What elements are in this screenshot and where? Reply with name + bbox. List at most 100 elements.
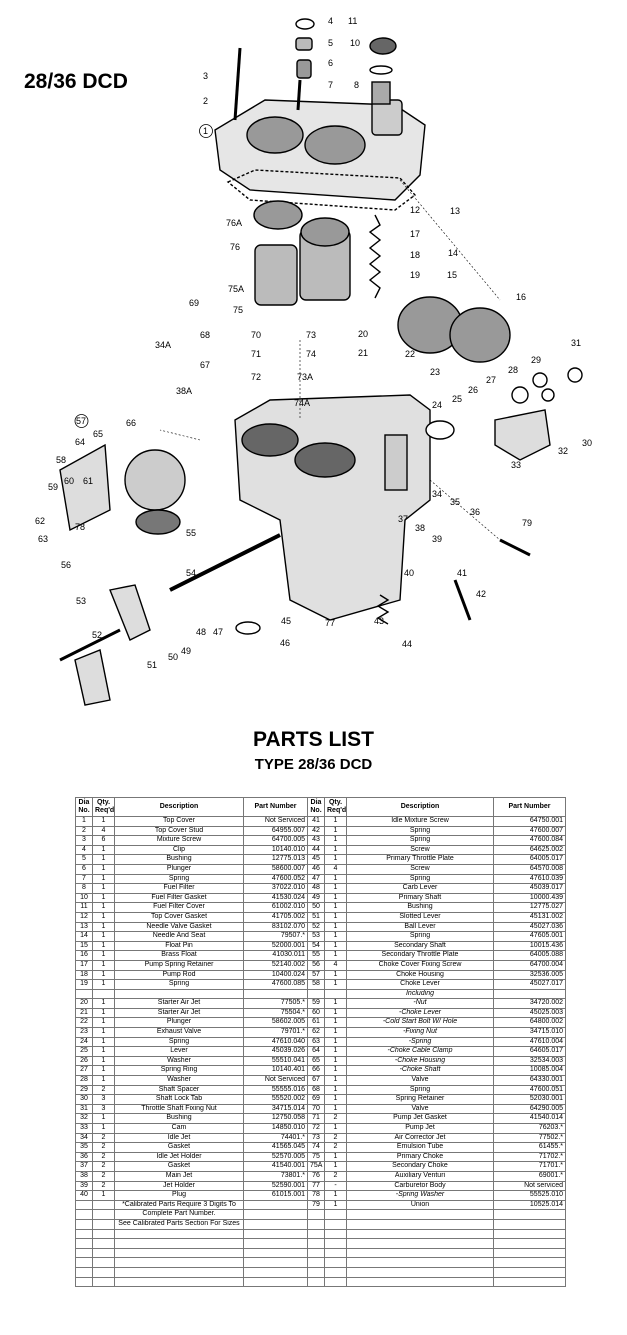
diagram-label: 14 — [448, 248, 458, 258]
cell-part-left: 52140.002 — [243, 959, 308, 971]
cell-desc-right: Spring — [346, 825, 494, 837]
diagram-label: 51 — [147, 660, 157, 670]
diagram-label: 55 — [186, 528, 196, 538]
cell-qty-left: 1 — [92, 1036, 115, 1048]
cell-dia-right: 51 — [307, 911, 325, 923]
cell-qty-left: 1 — [92, 1113, 115, 1124]
cell-dia-left: 21 — [75, 1007, 93, 1019]
cell-dia-right: 57 — [307, 969, 325, 981]
cell-qty-left: 2 — [92, 1142, 115, 1153]
cell-qty-left: 1 — [92, 854, 115, 865]
cell-part-right: 34720.002 — [493, 998, 566, 1009]
cell-desc-right: -Choke Shaft — [346, 1065, 494, 1077]
cell-dia-left: 22 — [75, 1017, 93, 1029]
diagram-label: 46 — [280, 638, 290, 648]
cell-qty-left: 2 — [92, 1161, 115, 1172]
label-ring — [74, 414, 89, 428]
cell-part-right: 47605.001 — [493, 931, 566, 942]
cell-desc-left: Float Pin — [114, 940, 244, 952]
cell-desc-left: See Calibrated Parts Section For Sizes — [114, 1218, 244, 1230]
cell-desc-right: Slotted Lever — [346, 911, 494, 923]
cell-qty-left: 1 — [92, 1007, 115, 1019]
cell-dia-right: 41 — [307, 816, 325, 827]
diagram-label: 27 — [486, 375, 496, 385]
cell-qty-right: 1 — [324, 892, 347, 904]
cell-qty-left: 1 — [92, 1065, 115, 1077]
cell-part-left: 41565.045 — [243, 1142, 308, 1153]
cell-qty-right: 1 — [324, 1199, 347, 1211]
diagram-label: 63 — [38, 534, 48, 544]
cell-qty-left: 1 — [92, 1055, 115, 1067]
diagram-label: 56 — [61, 560, 71, 570]
cell-dia-left: 28 — [75, 1075, 93, 1086]
cell-dia-right: 56 — [307, 959, 325, 971]
cell-desc-left: Spring Ring — [114, 1065, 244, 1077]
cell-dia-right: 75A — [307, 1161, 325, 1172]
cell-desc-right: -Choke Cable Clamp — [346, 1046, 494, 1057]
cell-qty-left: 1 — [92, 959, 115, 971]
cell-dia-right — [307, 1247, 325, 1259]
diagram-label: 33 — [511, 460, 521, 470]
cell-dia-right: 59 — [307, 998, 325, 1009]
cell-part-left: 10140.401 — [243, 1065, 308, 1077]
cell-qty-right: 1 — [324, 969, 347, 981]
cell-desc-right — [346, 1247, 494, 1259]
cell-part-left: 41530.024 — [243, 892, 308, 904]
cell-dia-left — [75, 1257, 93, 1268]
cell-part-left: 73801.* — [243, 1170, 308, 1182]
col-dia-right: Dia No. — [307, 797, 325, 817]
cell-dia-left — [75, 1238, 93, 1249]
diagram-label: 44 — [402, 639, 412, 649]
cell-qty-left — [92, 1266, 115, 1278]
cell-desc-left: Gasket — [114, 1142, 244, 1153]
cell-dia-left: 37 — [75, 1161, 93, 1172]
cell-dia-right: 71 — [307, 1113, 325, 1124]
cell-part-left: 58600.007 — [243, 863, 308, 875]
parts-list-table: Dia No. Qty. Req'd Description Part Numb… — [75, 797, 566, 1288]
cell-part-right: 47610.004 — [493, 1036, 566, 1048]
cell-desc-right: Spring — [346, 835, 494, 846]
cell-qty-left — [92, 1199, 115, 1211]
cell-desc-right: -Nut — [346, 998, 494, 1009]
diagram-label: 59 — [48, 482, 58, 492]
cell-dia-left — [75, 1218, 93, 1230]
cell-desc-right — [346, 1266, 494, 1278]
cell-part-right: 64005.017 — [493, 854, 566, 865]
diagram-label: 21 — [358, 348, 368, 358]
cell-qty-left: 1 — [92, 1017, 115, 1029]
cell-dia-right — [307, 1228, 325, 1240]
cell-part-right — [493, 1218, 566, 1230]
cell-part-right: 10000.439 — [493, 892, 566, 904]
cell-part-left: 79507.* — [243, 931, 308, 942]
cell-qty-left: 1 — [92, 844, 115, 856]
cell-dia-left: 23 — [75, 1027, 93, 1038]
cell-qty-left: 1 — [92, 911, 115, 923]
diagram-artwork — [59, 18, 583, 706]
cell-dia-left: 13 — [75, 921, 93, 933]
cell-part-left: 55520.002 — [243, 1094, 308, 1105]
cell-dia-left: 19 — [75, 979, 93, 990]
diagram-label: 73A — [297, 372, 313, 382]
cell-desc-left: *Calibrated Parts Require 3 Digits To — [114, 1199, 244, 1211]
diagram-label: 38A — [176, 386, 192, 396]
cell-part-left — [243, 1266, 308, 1278]
cell-desc-left: Brass Float — [114, 950, 244, 961]
table-row — [75, 1228, 566, 1240]
cell-part-right: 77502.* — [493, 1132, 566, 1144]
cell-dia-right: 76 — [307, 1170, 325, 1182]
cell-qty-left: 3 — [92, 1103, 115, 1115]
cell-part-left: 34715.014 — [243, 1103, 308, 1115]
cell-desc-right — [346, 1276, 494, 1288]
cell-dia-right: 68 — [307, 1084, 325, 1096]
cell-dia-left: 32 — [75, 1113, 93, 1124]
cell-qty-right: 1 — [324, 1094, 347, 1105]
cell-desc-left: Complete Part Number. — [114, 1209, 244, 1220]
cell-part-right: 69001.* — [493, 1170, 566, 1182]
cell-desc-left: Plunger — [114, 863, 244, 875]
cell-part-right: 10085.004 — [493, 1065, 566, 1077]
